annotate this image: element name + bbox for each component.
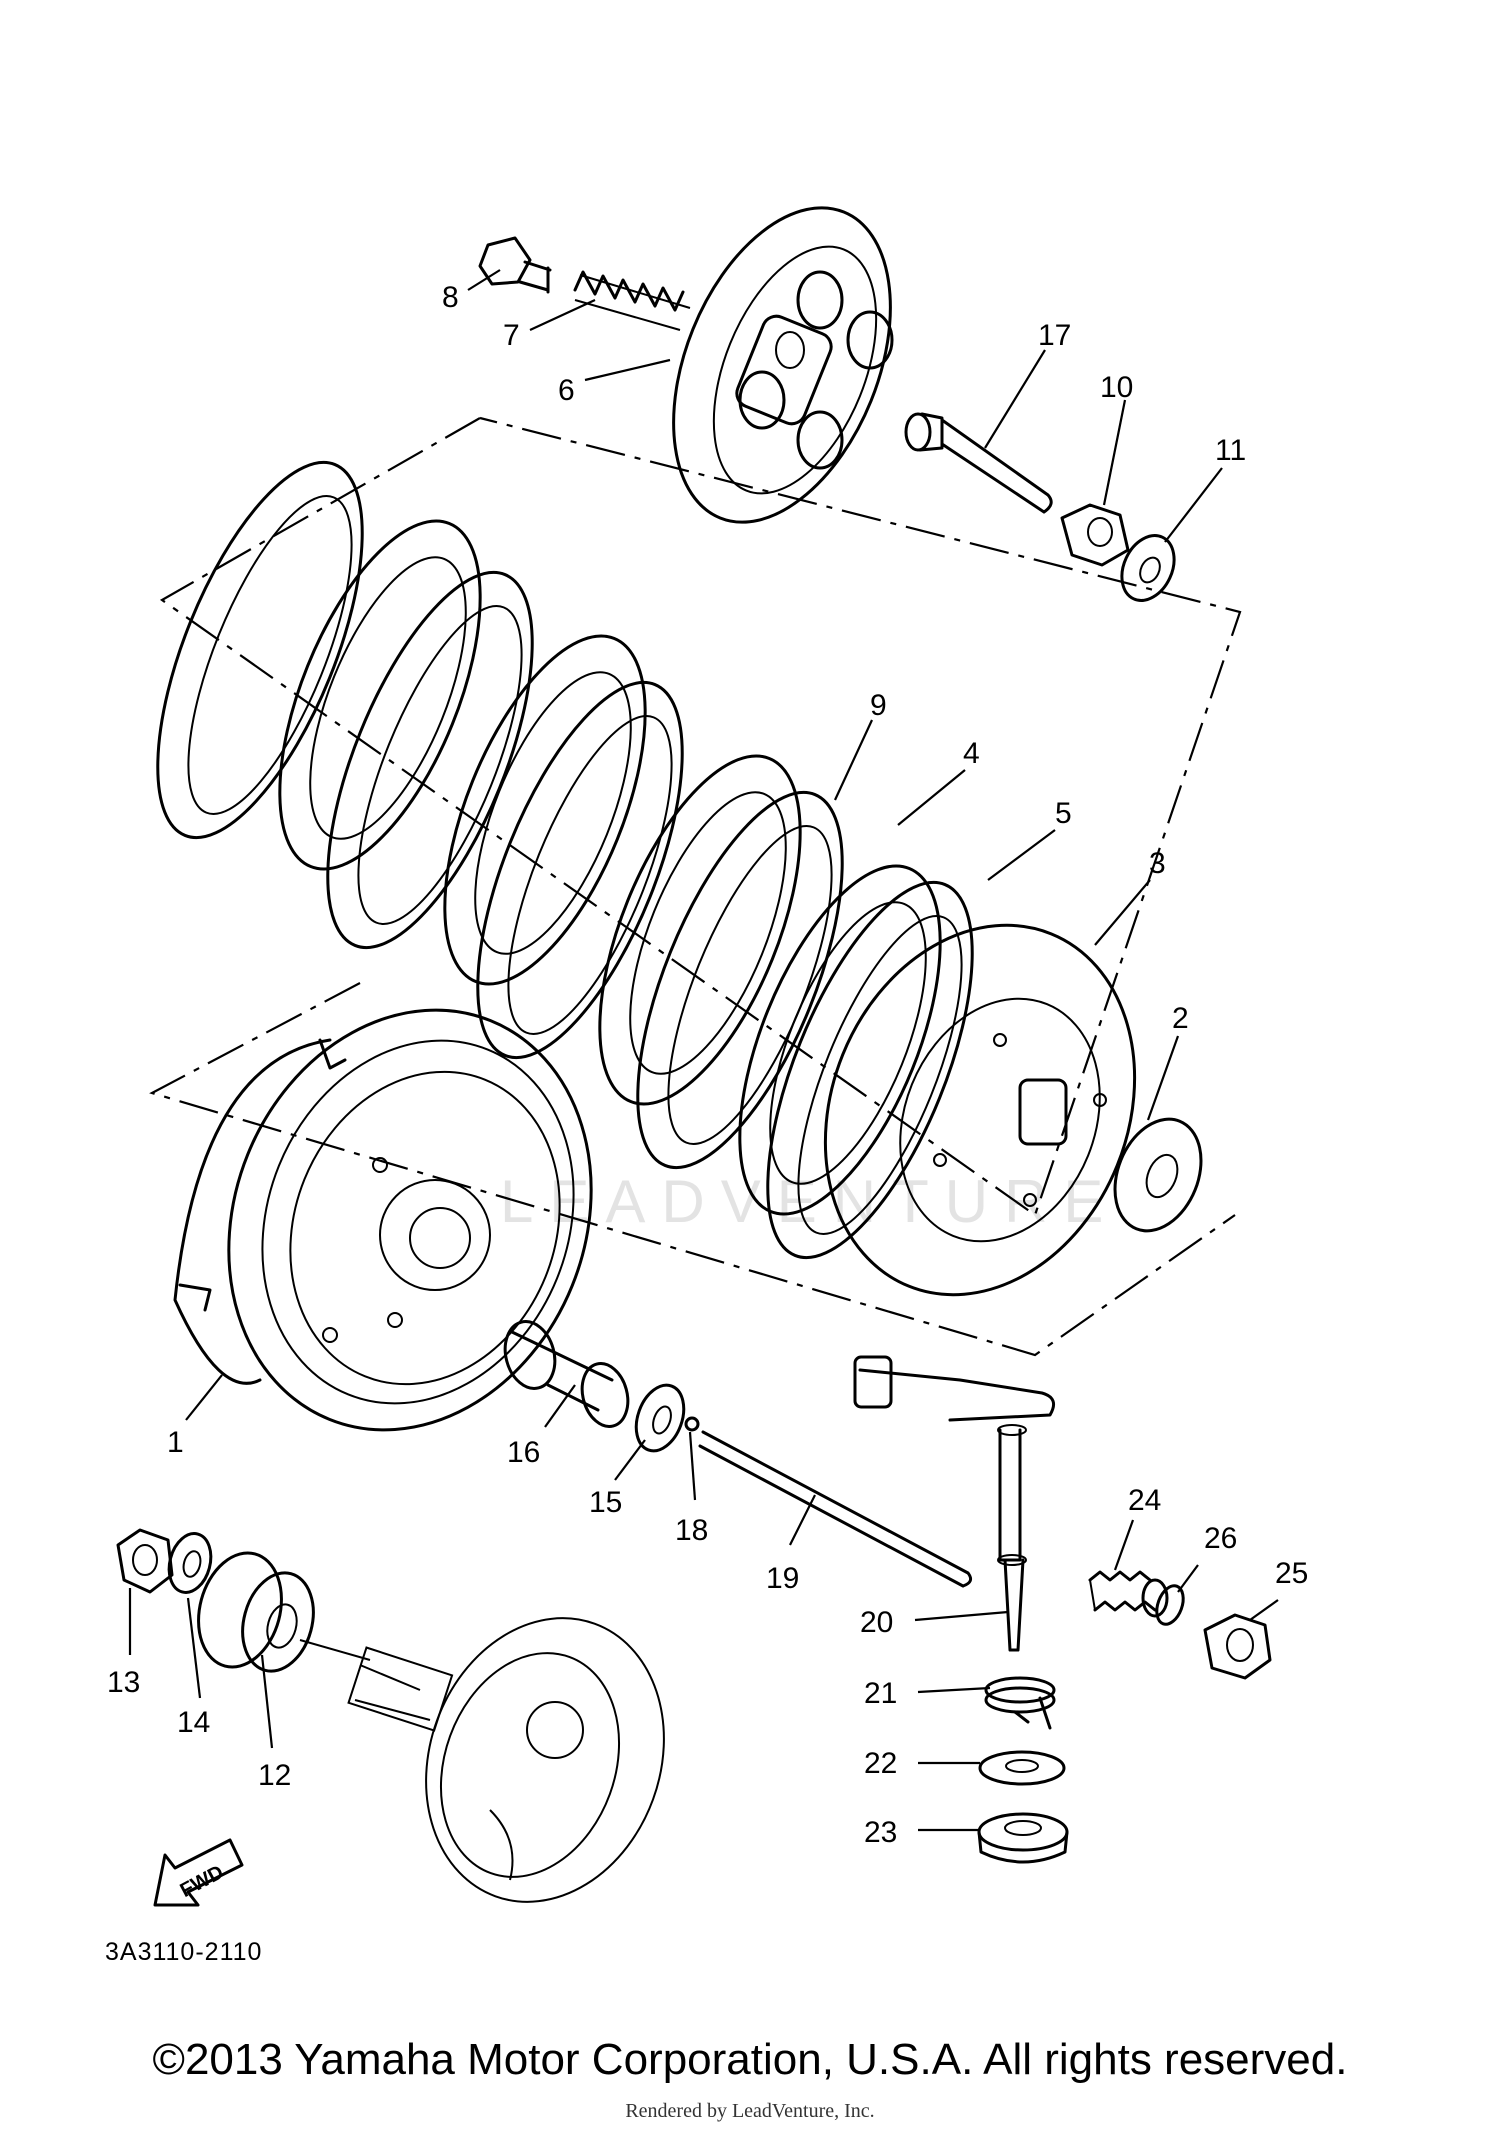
- callout-22: 22: [864, 1747, 897, 1780]
- clutch-bolt: [478, 236, 552, 294]
- steel-ball: [684, 1416, 700, 1432]
- callout-14: 14: [177, 1706, 210, 1739]
- callout-9: 9: [870, 689, 887, 722]
- callout-24: 24: [1128, 1484, 1161, 1517]
- assembly-frame-upper: [159, 416, 1242, 1217]
- callout-17: 17: [1038, 319, 1071, 352]
- watermark-text: LEADVENTURE: [500, 1168, 1119, 1235]
- callout-21: 21: [864, 1677, 897, 1710]
- fwd-label: FWD: [177, 1861, 228, 1902]
- callout-1: 1: [167, 1426, 184, 1459]
- gear-nut: [116, 1528, 174, 1594]
- adjusting-screw: [1088, 1570, 1169, 1618]
- friction-plate-stack: [156, 460, 974, 1260]
- primary-collar: [503, 1320, 630, 1428]
- lock-washer: [1120, 534, 1176, 602]
- gear-lock-washer: [167, 1532, 213, 1594]
- callout-2: 2: [1172, 1002, 1189, 1035]
- collar-washer: [634, 1383, 686, 1453]
- drawing-code: 3A3110-2110: [105, 1938, 262, 1966]
- callout-25: 25: [1275, 1557, 1308, 1590]
- lever-spring: [984, 1676, 1056, 1730]
- callout-11: 11: [1215, 434, 1246, 467]
- callout-5: 5: [1055, 797, 1072, 830]
- clutch-nut: [1060, 503, 1130, 567]
- callout-12: 12: [258, 1759, 291, 1792]
- callout-18: 18: [675, 1514, 708, 1547]
- callout-8: 8: [442, 281, 459, 314]
- pressure-plate: [672, 206, 894, 524]
- fwd-arrow-icon: FWD: [153, 1838, 244, 1907]
- callout-16: 16: [507, 1436, 540, 1469]
- clutch-housing: [173, 1008, 593, 1432]
- push-rod: [904, 412, 1053, 514]
- oil-seal: [977, 1812, 1069, 1864]
- locknut: [1203, 1613, 1272, 1680]
- callout-13: 13: [107, 1666, 140, 1699]
- assembly-frame-lower: [149, 982, 1236, 1357]
- callout-15: 15: [589, 1486, 622, 1519]
- callout-numbers: 1 2 3 4 5 6 7 8 9 10 11 12 13 14 15 16 1…: [107, 281, 1308, 1849]
- leader-lines: [128, 269, 1279, 1832]
- thrust-washer: [1113, 1117, 1203, 1233]
- callout-4: 4: [963, 737, 980, 770]
- callout-6: 6: [558, 374, 575, 407]
- clutch-boss: [823, 923, 1137, 1297]
- clutch-spring: [573, 270, 691, 331]
- o-ring: [1155, 1584, 1185, 1626]
- callout-19: 19: [766, 1562, 799, 1595]
- callout-3: 3: [1149, 847, 1166, 880]
- callout-20: 20: [860, 1606, 893, 1639]
- push-rod-long: [698, 1430, 973, 1588]
- shaft-washer: [978, 1750, 1066, 1786]
- copyright-notice: ©2013 Yamaha Motor Corporation, U.S.A. A…: [152, 2035, 1348, 2084]
- rendered-by-notice: Rendered by LeadVenture, Inc.: [625, 2100, 875, 2122]
- primary-drive-gear: [197, 1551, 315, 1673]
- callout-10: 10: [1100, 371, 1133, 404]
- push-lever-shaft: [853, 1355, 1056, 1652]
- callout-26: 26: [1204, 1522, 1237, 1555]
- callout-7: 7: [503, 319, 520, 352]
- crankshaft: [299, 1617, 665, 1903]
- callout-23: 23: [864, 1816, 897, 1849]
